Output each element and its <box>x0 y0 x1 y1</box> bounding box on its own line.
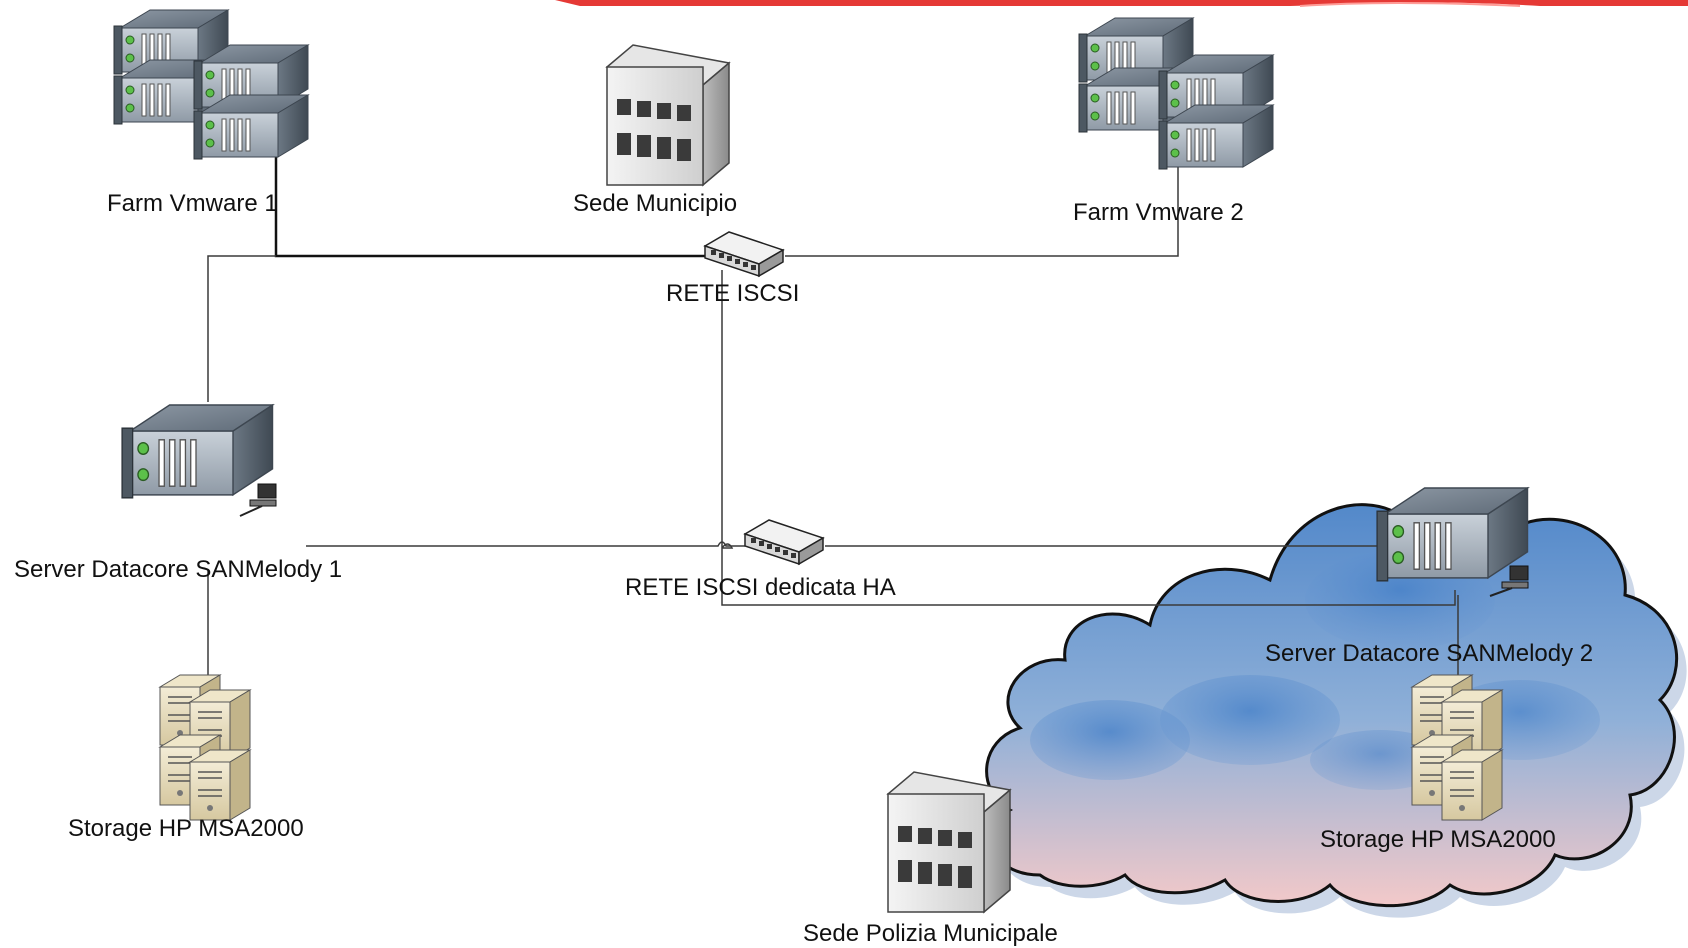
storage2-icon <box>1411 674 1503 821</box>
rete-ha-label: RETE ISCSI dedicata HA <box>625 574 896 601</box>
connector-server1-ha <box>306 541 745 547</box>
connector-switch-server2 <box>721 270 1456 606</box>
server1-label: Server Datacore SANMelody 1 <box>14 556 343 583</box>
sede-polizia-label: Sede Polizia Municipale <box>803 920 1058 947</box>
connectors <box>207 148 1459 690</box>
rete-ha-switch-icon <box>744 519 824 565</box>
connector-server1-switch <box>207 255 276 402</box>
storage1-icon <box>159 674 251 821</box>
sede-polizia-icon <box>887 771 1011 913</box>
farm1-icon <box>113 9 309 160</box>
server1-icon <box>121 404 277 517</box>
rete-iscsi-label: RETE ISCSI <box>666 280 800 307</box>
server2-label: Server Datacore SANMelody 2 <box>1265 640 1594 667</box>
farm1-label: Farm Vmware 1 <box>107 190 278 217</box>
farm2-label: Farm Vmware 2 <box>1073 199 1244 226</box>
storage2-label: Storage HP MSA2000 <box>1320 826 1556 853</box>
rete-iscsi-switch-icon <box>704 231 784 277</box>
sede-municipio-icon <box>606 44 730 186</box>
storage1-label: Storage HP MSA2000 <box>68 815 304 842</box>
server2-icon <box>1376 487 1529 597</box>
sede-municipio-label: Sede Municipio <box>573 190 738 217</box>
top-banner <box>555 0 1688 7</box>
connector-farm2-switch <box>785 148 1179 257</box>
farm2-icon <box>1078 17 1274 170</box>
